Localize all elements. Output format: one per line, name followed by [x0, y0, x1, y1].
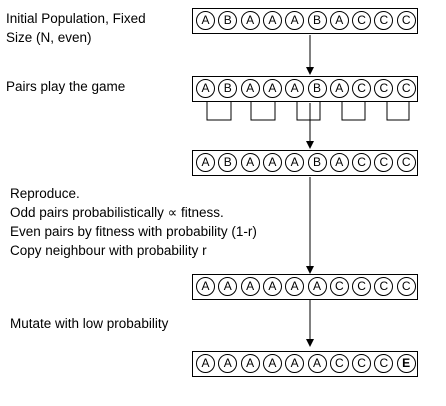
individual-3: A — [240, 153, 260, 172]
individual-10: E — [396, 354, 416, 373]
individual-7: C — [329, 277, 349, 296]
individual-4: A — [262, 153, 282, 172]
individual-3: A — [240, 277, 260, 296]
individual-10: C — [396, 153, 416, 172]
individual-10: C — [396, 11, 416, 30]
step-1-label-line-1: Initial Population, Fixed — [6, 11, 146, 26]
individual-2: A — [218, 354, 238, 373]
individual-2: A — [218, 277, 238, 296]
individual-9: C — [374, 11, 394, 30]
individual-2: B — [218, 11, 238, 30]
step-5-label: Mutate with low probability — [10, 314, 168, 333]
step-1-label: Initial Population, Fixed Size (N, even) — [6, 9, 146, 47]
individual-8: C — [352, 79, 372, 98]
individual-4: A — [262, 277, 282, 296]
individual-9: C — [374, 277, 394, 296]
individual-1: A — [196, 354, 215, 373]
individual-7: C — [329, 354, 349, 373]
individual-5: A — [285, 277, 305, 296]
pair-bracket-4 — [341, 100, 366, 121]
individual-9: C — [374, 354, 394, 373]
step-4-label-line-2: Odd pairs probabilistically ∝ fitness. — [10, 205, 224, 220]
individual-9: C — [374, 79, 394, 98]
individual-2: B — [218, 79, 238, 98]
individual-7: A — [329, 11, 349, 30]
individual-4: A — [262, 354, 282, 373]
individual-6: B — [307, 153, 327, 172]
individual-4: A — [262, 11, 282, 30]
individual-3: A — [240, 79, 260, 98]
individual-1: A — [196, 277, 215, 296]
individual-2: B — [218, 153, 238, 172]
individual-8: C — [352, 153, 372, 172]
individual-6: B — [307, 11, 327, 30]
individual-10: C — [396, 277, 416, 296]
individual-8: C — [352, 277, 372, 296]
step-4-label-line-4: Copy neighbour with probability r — [10, 243, 207, 258]
individual-1: A — [196, 79, 215, 98]
pair-bracket-2 — [250, 100, 276, 121]
step-2-label-line-1: Pairs play the game — [6, 79, 126, 94]
pair-bracket-3 — [296, 100, 321, 121]
individual-1: A — [196, 11, 215, 30]
step-2-label: Pairs play the game — [6, 77, 125, 96]
individual-4: A — [262, 79, 282, 98]
step-4-label: Reproduce. Odd pairs probabilistically ∝… — [10, 184, 257, 260]
individual-8: C — [352, 11, 372, 30]
individual-5: A — [285, 79, 305, 98]
individual-7: A — [329, 153, 349, 172]
individual-3: A — [240, 11, 260, 30]
individual-8: C — [352, 354, 372, 373]
step-1-label-line-2: Size (N, even) — [6, 30, 92, 45]
step-5-label-line-1: Mutate with low probability — [10, 316, 169, 331]
pair-bracket-1 — [206, 100, 232, 121]
individual-6: B — [307, 79, 327, 98]
individual-3: A — [240, 354, 260, 373]
individual-7: A — [329, 79, 349, 98]
step-4-label-line-3: Even pairs by fitness with probability (… — [10, 224, 257, 239]
individual-1: A — [196, 153, 215, 172]
individual-6: A — [307, 354, 327, 373]
individual-5: A — [285, 354, 305, 373]
individual-5: A — [285, 153, 305, 172]
individual-10: C — [396, 79, 416, 98]
pair-bracket-5 — [386, 100, 410, 121]
individual-9: C — [374, 153, 394, 172]
individual-6: A — [307, 277, 327, 296]
individual-5: A — [285, 11, 305, 30]
step-4-label-line-1: Reproduce. — [10, 186, 80, 201]
